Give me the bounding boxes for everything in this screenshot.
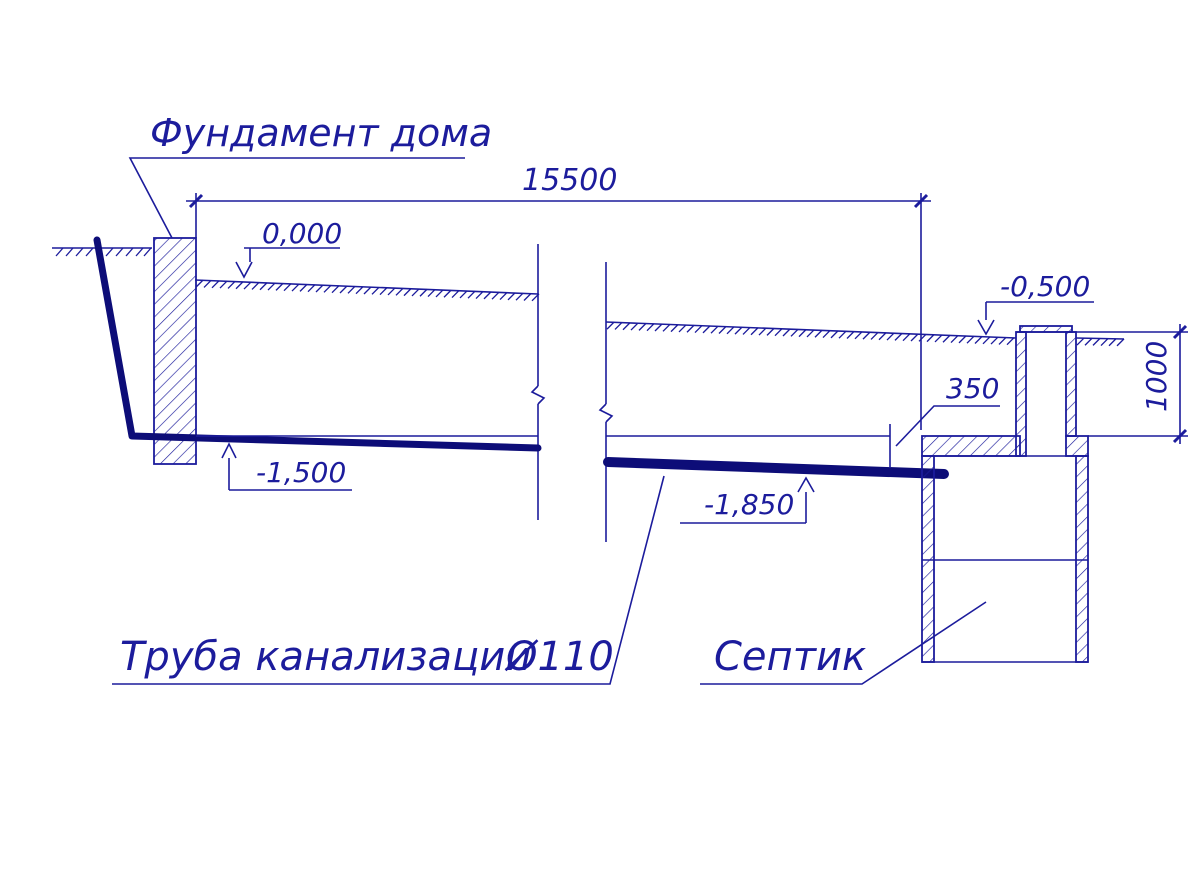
septic-height-value: 1000 <box>1140 341 1173 412</box>
elevation-marker-pipe-end <box>680 476 815 524</box>
pipe-leader-line <box>112 475 665 685</box>
tank-offset-value: 350 <box>946 372 999 405</box>
foundation-label: Фундамент дома <box>150 111 492 155</box>
elevation-marker-ground-house <box>235 247 340 279</box>
total-length-value: 15500 <box>522 163 617 198</box>
septic-height-dimension <box>1076 324 1188 444</box>
pipe-diameter: Ø110 <box>504 634 614 680</box>
septic-label: Септик <box>714 634 866 680</box>
elevation-ground-house: 0,000 <box>262 217 342 250</box>
sewer-pipe-house-segment <box>93 236 542 452</box>
ground-left-of-house <box>52 247 152 257</box>
ground-slope-segment-1 <box>194 279 540 302</box>
elevation-pipe-end: -1,850 <box>704 488 794 521</box>
tank-offset-dimension <box>889 405 1000 468</box>
house-foundation-wall <box>153 237 197 465</box>
septic-top-slab-right <box>1065 435 1089 457</box>
pipe-label: Труба канализации <box>120 634 531 680</box>
break-line-left <box>530 244 546 520</box>
septic-neck-wall-right <box>1065 331 1077 437</box>
break-line-right <box>598 262 614 542</box>
elevation-pipe-start: -1,500 <box>256 456 346 489</box>
elevation-ground-septic: -0,500 <box>1000 270 1090 303</box>
elevation-marker-pipe-start <box>221 442 352 491</box>
foundation-leader-line <box>128 157 465 239</box>
sewer-pipe-septic-segment <box>603 457 949 479</box>
elevation-marker-ground-septic <box>977 301 1094 336</box>
septic-wall-right <box>1075 455 1089 663</box>
ground-slope-segment-2 <box>605 321 1125 347</box>
septic-leader-line <box>700 601 987 685</box>
septic-cover <box>1019 325 1073 333</box>
septic-top-slab <box>921 435 1021 457</box>
septic-wall-left <box>921 455 935 663</box>
total-length-dimension <box>186 193 931 430</box>
